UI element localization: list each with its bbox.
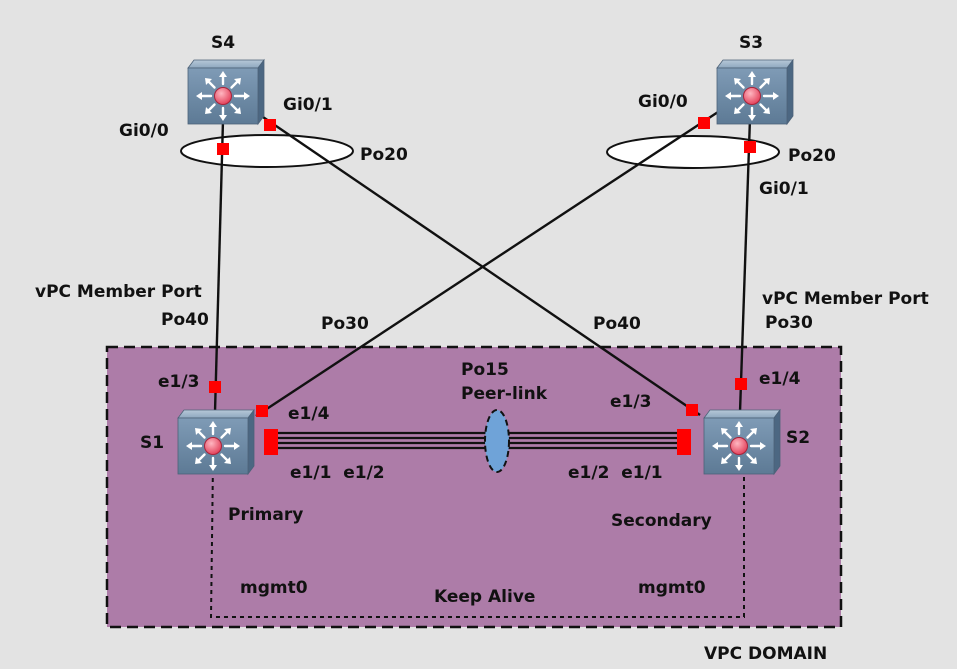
port-s2-e12-e11: [677, 429, 691, 455]
port-s2-e13: [686, 404, 698, 416]
link-s4-s2: [259, 114, 701, 416]
switch-s1-label: S1: [140, 433, 164, 453]
port-s1-e13: [209, 381, 221, 393]
s4-gi00-label: Gi0/0: [119, 121, 169, 141]
vpc-domain-box: [105, 345, 843, 629]
s1-e13-label: e1/3: [158, 372, 199, 392]
s3-gi01-label: Gi0/1: [759, 179, 809, 199]
vpc-domain-label: VPC DOMAIN: [704, 644, 827, 664]
cross-po40-label: Po40: [593, 314, 641, 334]
s1-role-label: Primary: [228, 505, 303, 525]
po20-ellipse-s3: [606, 135, 780, 169]
switch-s3[interactable]: [715, 58, 795, 126]
link-s4-s1: [213, 119, 225, 413]
port-s3-gi01: [744, 141, 756, 153]
port-s4-gi00: [217, 143, 229, 155]
port-s2-e14: [735, 378, 747, 390]
switch-s4[interactable]: [186, 58, 266, 126]
switch-s3-label: S3: [739, 33, 763, 53]
switch-s2-label: S2: [786, 428, 810, 448]
s2-e13-label: e1/3: [610, 392, 651, 412]
s1-e14-label: e1/4: [288, 404, 330, 424]
peer-link-lines: [270, 431, 685, 450]
s2-e12-e11-label: e1/2 e1/1: [568, 463, 663, 483]
peer-link-ellipse: [484, 409, 510, 473]
s4-po20-label: Po20: [360, 145, 408, 165]
s4-gi01-label: Gi0/1: [283, 95, 333, 115]
port-markers: [209, 117, 756, 455]
switch-s1[interactable]: [176, 408, 256, 476]
link-s3-s2: [738, 117, 752, 413]
s1-mgmt-label: mgmt0: [240, 578, 308, 598]
s2-e14-label: e1/4: [759, 369, 801, 389]
peer-link-name-label: Peer-link: [461, 384, 548, 404]
s1-e11-e12-label: e1/1 e1/2: [290, 463, 385, 483]
keepalive-label: Keep Alive: [434, 587, 535, 607]
link-s3-s1: [255, 110, 719, 418]
right-vpc-member-title: vPC Member Port: [762, 289, 929, 309]
port-s1-e14: [256, 405, 268, 417]
s3-po20-label: Po20: [788, 146, 836, 166]
cross-po30-label: Po30: [321, 314, 369, 334]
port-s3-gi00: [698, 117, 710, 129]
left-vpc-member-title: vPC Member Port: [35, 282, 202, 302]
peer-link-po-label: Po15: [461, 360, 509, 380]
port-s4-gi01: [264, 119, 276, 131]
right-vpc-member-po: Po30: [765, 313, 813, 333]
switch-s4-label: S4: [211, 33, 235, 53]
s3-gi00-label: Gi0/0: [638, 92, 688, 112]
port-s1-e11-e12: [264, 429, 278, 455]
left-vpc-member-po: Po40: [161, 310, 209, 330]
switch-s2[interactable]: [702, 408, 782, 476]
s2-mgmt-label: mgmt0: [638, 578, 706, 598]
s2-role-label: Secondary: [611, 511, 712, 531]
